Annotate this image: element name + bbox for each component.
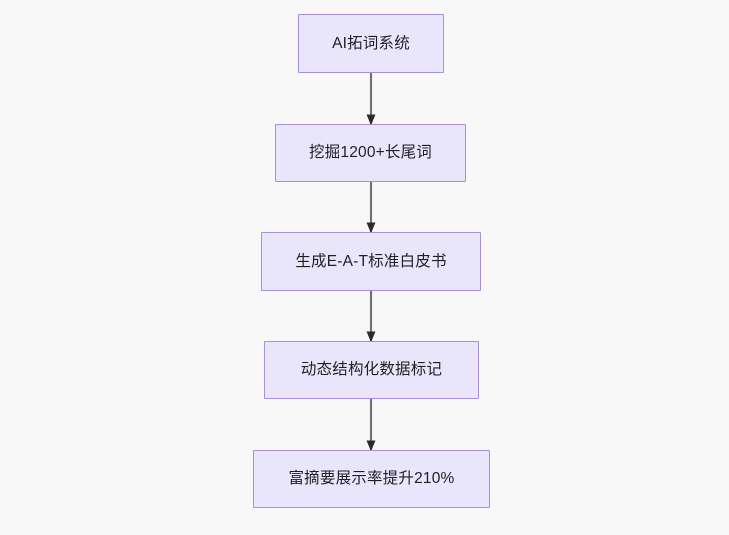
- flow-node-rich-snippet-rate-increase[interactable]: 富摘要展示率提升210%: [253, 450, 490, 508]
- flow-node-mine-longtail-keywords[interactable]: 挖掘1200+长尾词: [275, 124, 466, 182]
- flow-node-generate-eat-whitepaper[interactable]: 生成E-A-T标准白皮书: [261, 232, 481, 291]
- flow-node-label: 富摘要展示率提升210%: [288, 470, 455, 488]
- flow-node-label: 挖掘1200+长尾词: [308, 144, 433, 162]
- flow-node-label: AI拓词系统: [332, 34, 410, 52]
- flow-node-label: 动态结构化数据标记: [300, 361, 443, 379]
- flow-node-label: 生成E-A-T标准白皮书: [295, 252, 447, 270]
- flow-node-ai-keyword-system[interactable]: AI拓词系统: [298, 14, 444, 73]
- flow-node-dynamic-structured-data-markup[interactable]: 动态结构化数据标记: [264, 341, 479, 399]
